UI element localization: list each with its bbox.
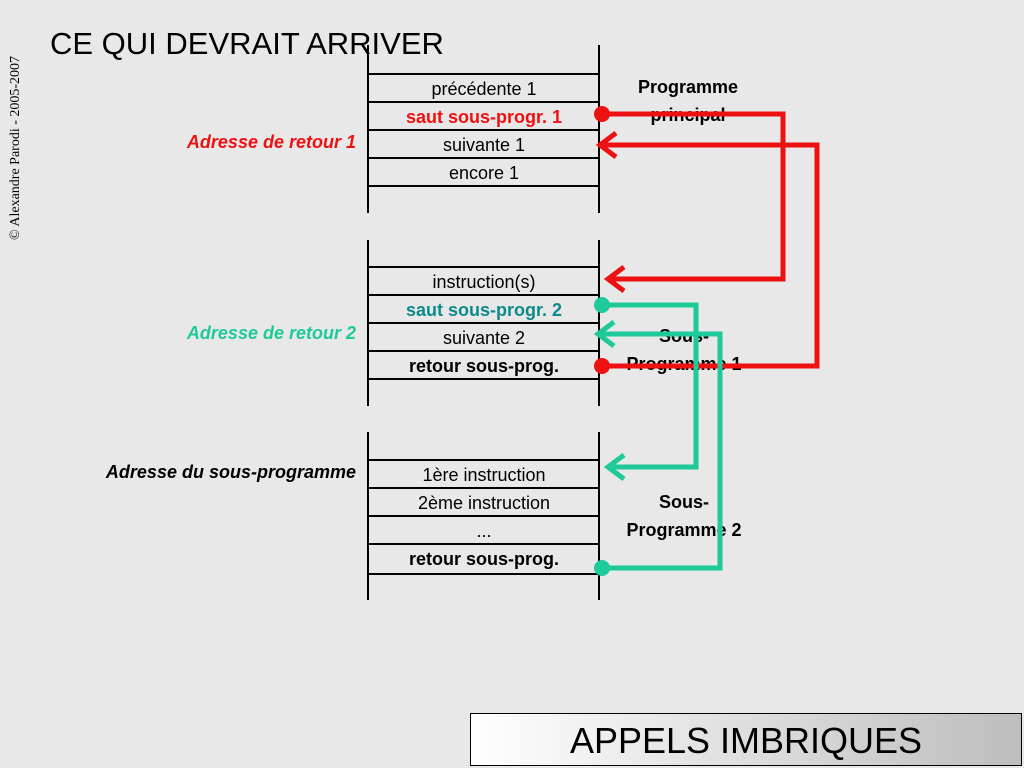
red-arrows (595, 111, 820, 369)
block2-right-border (598, 240, 600, 406)
block3-left-border (367, 432, 369, 600)
teal-dot-saut-2 (594, 297, 610, 313)
block3-right-border (598, 432, 600, 600)
block1-cell-suivante: suivante 1 (369, 129, 599, 157)
teal-arrow-return-2 (598, 331, 723, 571)
block3-cell-ellipsis: ... (369, 515, 599, 543)
block1-cell-encore: encore 1 (369, 157, 599, 187)
block3-cell-deuxieme: 2ème instruction (369, 487, 599, 515)
block3-cell-premiere: 1ère instruction (369, 459, 599, 487)
label-sous-programme-2-line2: Programme 2 (626, 520, 742, 540)
label-sous-programme-2: Sous- Programme 2 (604, 488, 764, 544)
block2-cell-suivante: suivante 2 (369, 322, 599, 350)
teal-arrow-call-2 (603, 302, 699, 470)
red-arrowhead-call-1 (603, 265, 626, 293)
block1-cell-saut: saut sous-progr. 1 (369, 101, 599, 129)
block2-cell-instructions: instruction(s) (369, 266, 599, 294)
block1-right-border (598, 45, 600, 213)
teal-dot-retour-2 (594, 560, 610, 576)
red-dot-saut-1 (594, 106, 610, 122)
label-adresse-sous-programme: Adresse du sous-programme (105, 462, 356, 482)
block2-cell-retour: retour sous-prog. (369, 350, 599, 380)
red-arrow-return-1 (600, 142, 820, 369)
footer-title-box: APPELS IMBRIQUES (470, 713, 1022, 766)
red-arrow-call-1 (603, 111, 786, 282)
teal-arrowhead-return-2 (593, 320, 616, 348)
block1-left-border (367, 45, 369, 213)
label-programme-principal-line1: Programme (637, 77, 739, 97)
red-arrowhead-return-1 (595, 131, 618, 159)
label-adresse-retour-1: Adresse de retour 1 (186, 132, 356, 152)
block2-left-border (367, 240, 369, 406)
block2-cell-saut: saut sous-progr. 2 (369, 294, 599, 322)
label-adresse-retour-2: Adresse de retour 2 (186, 323, 356, 343)
slide-title: CE QUI DEVRAIT ARRIVER (50, 26, 444, 61)
footer-title: APPELS IMBRIQUES (569, 720, 923, 761)
teal-arrowhead-call-2 (603, 453, 626, 481)
label-sous-programme-2-line1: Sous- (658, 492, 709, 512)
teal-arrows (593, 302, 723, 571)
block3-cell-retour: retour sous-prog. (369, 543, 599, 575)
block1-cell-precedente: précédente 1 (369, 73, 599, 101)
red-dot-retour-1 (594, 358, 610, 374)
